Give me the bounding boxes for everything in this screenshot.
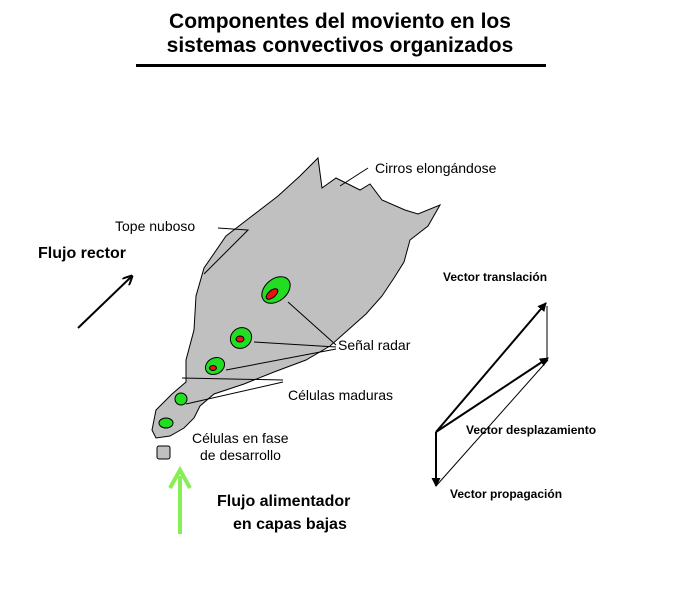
label-flujo-alimentador-2: en capas bajas (233, 516, 347, 533)
label-flujo-rector: Flujo rector (38, 245, 127, 262)
title-underline (136, 64, 546, 67)
radar-cell-4 (174, 392, 188, 406)
leader-radar-3 (225, 348, 337, 371)
leader-maduras-2 (185, 381, 284, 405)
vector-translation (435, 302, 547, 433)
steering-flow-arrow (77, 276, 132, 329)
title-line-2: sistemas convectivos organizados (166, 34, 514, 57)
label-vector-propagacion: Vector propagación (450, 487, 563, 501)
radar-cell-2 (229, 327, 253, 349)
label-celulas-desarrollo-1: Células en fase (192, 430, 289, 446)
label-vector-desplazamiento: Vector desplazamiento (466, 423, 597, 437)
radar-cell-1 (261, 276, 291, 304)
leader-tope (203, 227, 250, 275)
leader-cirros (339, 167, 369, 187)
label-senal-radar: Señal radar (338, 337, 411, 353)
feeder-flow-arrow-head (168, 465, 192, 489)
leader-maduras-1 (181, 377, 284, 381)
label-tope-nuboso: Tope nuboso (115, 218, 196, 234)
developing-cell-square (156, 445, 171, 460)
label-celulas-desarrollo-2: de desarrollo (200, 447, 281, 463)
label-celulas-maduras: Células maduras (288, 387, 394, 403)
radar-cell-3 (204, 356, 226, 376)
label-cirros: Cirros elongándose (375, 160, 497, 176)
label-flujo-alimentador-1: Flujo alimentador (217, 493, 351, 510)
vector-helper-diagonal (435, 359, 549, 487)
leader-radar-1 (287, 301, 337, 346)
label-vector-traslacion: Vector translación (443, 270, 548, 284)
title-line-1: Componentes del moviento en los (169, 10, 511, 33)
vector-displacement (435, 357, 549, 433)
radar-cell-5 (158, 417, 174, 429)
leader-radar-2 (253, 341, 337, 348)
